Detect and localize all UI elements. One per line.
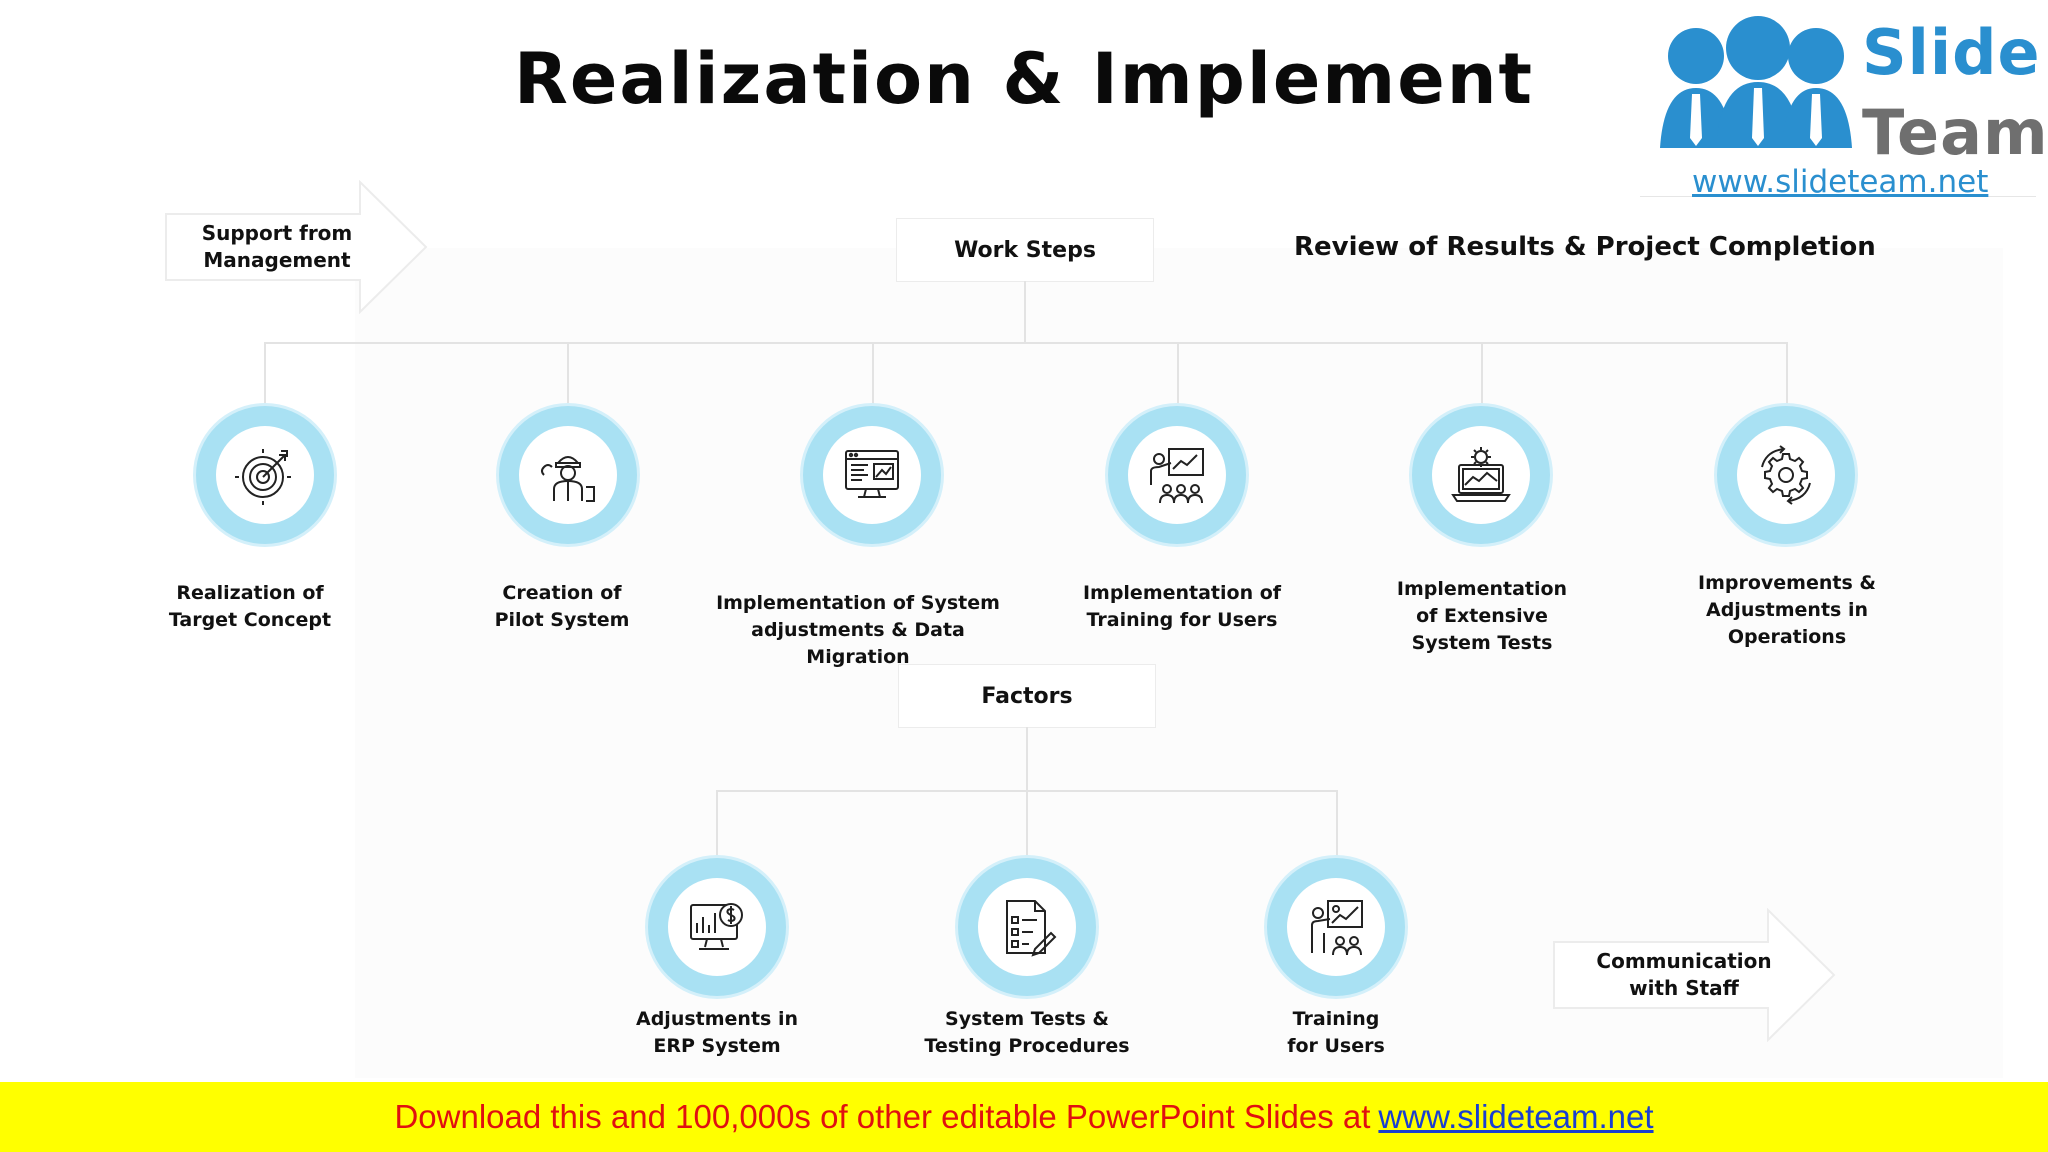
work-step-2-circle (499, 406, 637, 544)
slide-title: Realization & Implement (513, 38, 1535, 120)
checklist-icon (1006, 900, 1057, 957)
work-step-drop (1177, 342, 1179, 406)
review-heading: Review of Results & Project Completion (1294, 232, 1876, 262)
work-step-5-circle (1412, 406, 1550, 544)
work-step-2-label: Creation of Pilot System (494, 582, 630, 631)
support-from-management-label: Support from Management (201, 221, 353, 272)
work-step-6-label: Improvements & Adjustments in Operations (1698, 572, 1876, 648)
logo-url-link[interactable]: www.slideteam.net (1692, 164, 1989, 200)
dollar-monitor-icon (690, 903, 743, 950)
work-step-5-label: Implementation of Extensive System Tests (1396, 578, 1568, 654)
communication-arrow-shape (1553, 908, 1836, 1042)
work-step-drop (567, 342, 569, 406)
presentation-icon (1150, 448, 1204, 504)
banner-link[interactable]: www.slideteam.net (1378, 1098, 1654, 1135)
target-icon (235, 449, 291, 505)
communication-with-staff-label: Communication with Staff (1596, 949, 1772, 1000)
work-step-1-circle (196, 406, 334, 544)
work-step-drop (1481, 342, 1483, 406)
training-board-icon (1311, 900, 1363, 956)
logo-word-slide: Slide (1862, 16, 2041, 89)
factor-2-label: System Tests & Testing Procedures (924, 1008, 1130, 1057)
people-logo-icon (1660, 16, 1852, 148)
factor-2-circle (958, 858, 1096, 996)
logo-word-team: Team (1862, 96, 2048, 169)
work-step-drop (264, 342, 266, 406)
work-step-drop (872, 342, 874, 406)
work-steps-bus (264, 342, 1788, 344)
work-step-4-circle (1108, 406, 1246, 544)
factor-drop (1336, 790, 1338, 856)
factors-stem (1026, 727, 1028, 791)
work-step-1-label: Realization of Target Concept (168, 582, 332, 631)
support-arrow-shape (165, 180, 428, 314)
work-step-3-circle (803, 406, 941, 544)
laptop-gear-icon (1451, 447, 1511, 502)
work-step-3-label: Implementation of System adjustments & D… (716, 592, 1000, 668)
work-step-drop (1786, 342, 1788, 406)
work-step-6-circle (1717, 406, 1855, 544)
work-step-4-label: Implementation of Training for Users (1082, 582, 1282, 631)
factor-drop (1026, 790, 1028, 856)
factors-box: Factors (898, 664, 1156, 728)
monitor-dashboard-icon (845, 450, 899, 498)
gear-cycle-icon (1761, 445, 1811, 505)
work-steps-stem (1024, 281, 1026, 343)
factor-drop (716, 790, 718, 856)
factor-1-label: Adjustments in ERP System (636, 1008, 798, 1057)
slide-background-panel (355, 248, 2003, 1078)
engineer-icon (541, 456, 595, 502)
banner-text: Download this and 100,000s of other edit… (394, 1098, 1371, 1135)
factor-1-circle (648, 858, 786, 996)
slideteam-logo[interactable]: Slide Team www.slideteam.net (1640, 0, 2048, 200)
factor-3-circle (1267, 858, 1405, 996)
factor-3-label: Training for Users (1287, 1008, 1385, 1057)
work-steps-box: Work Steps (896, 218, 1154, 282)
download-banner[interactable]: Download this and 100,000s of other edit… (0, 1082, 2048, 1152)
